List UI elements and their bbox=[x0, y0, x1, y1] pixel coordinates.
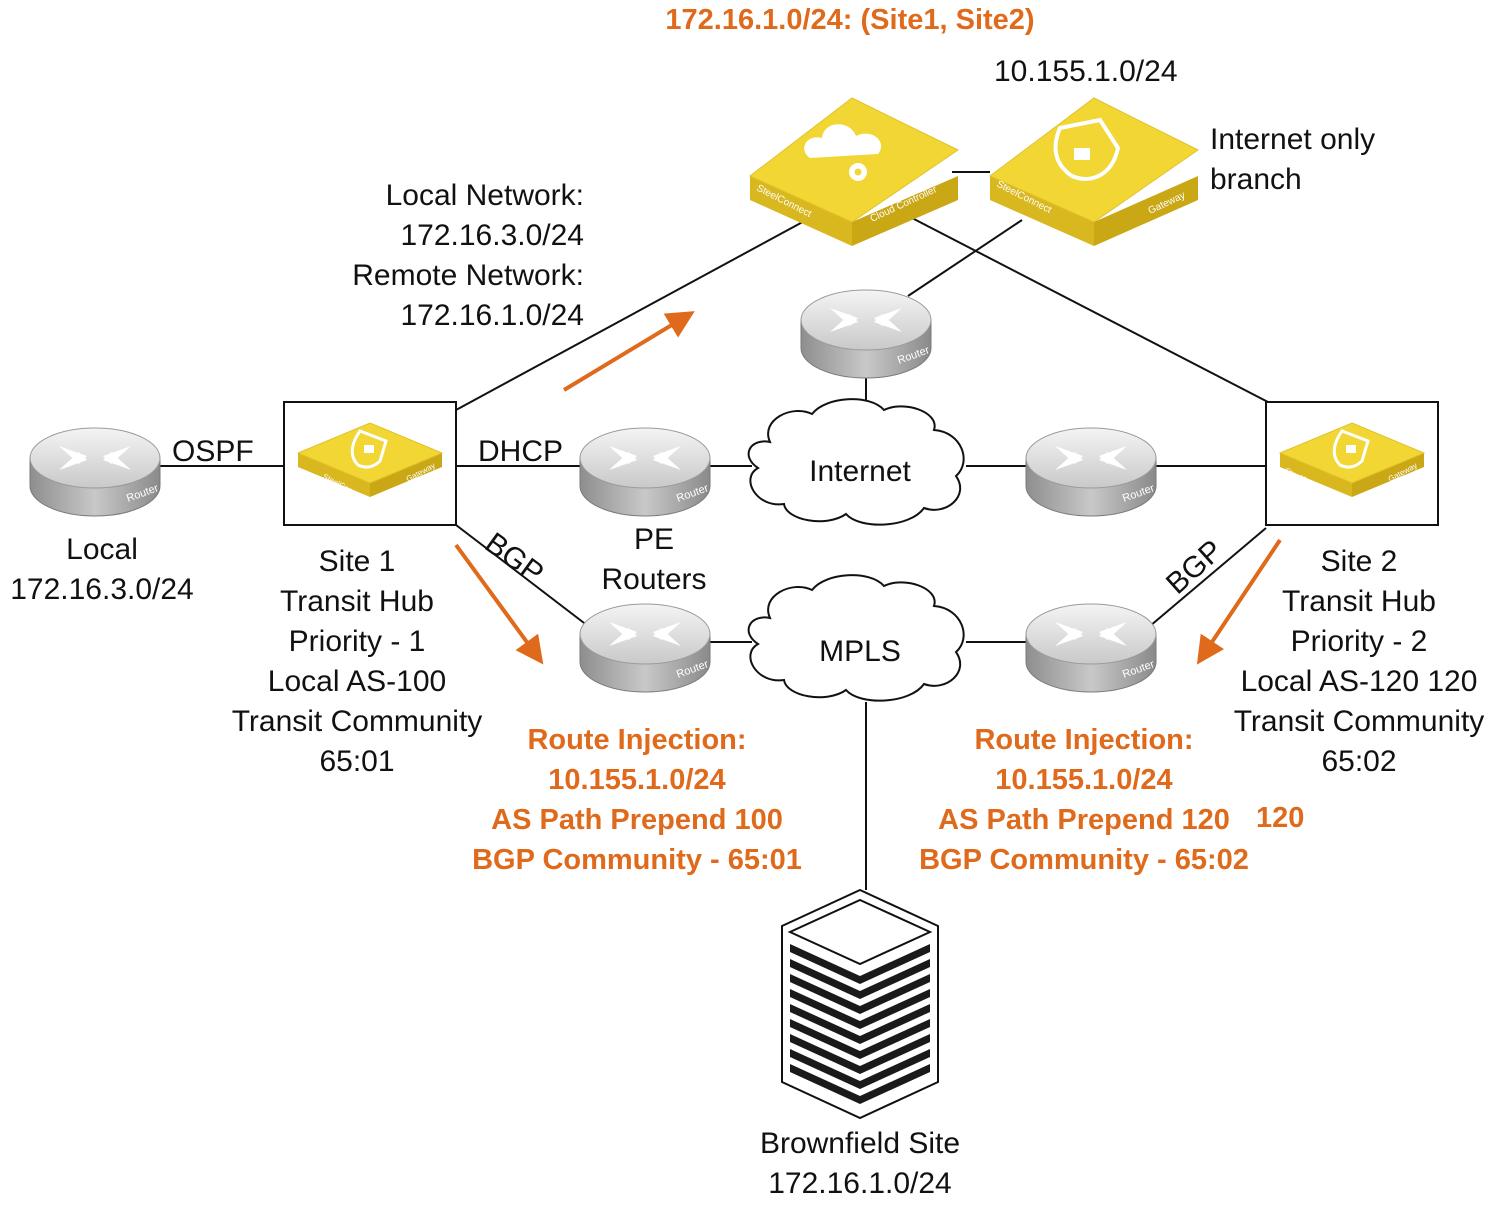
site2-community-value: 65:02 bbox=[1321, 745, 1397, 778]
branch-router-icon bbox=[800, 289, 932, 379]
internet-cloud-label: Internet bbox=[809, 455, 911, 488]
site2-priority: Priority - 2 bbox=[1290, 625, 1428, 658]
site1-networks: Local Network: 172.16.3.0/24 Remote Netw… bbox=[300, 176, 584, 336]
route-arrows bbox=[454, 311, 1282, 665]
remote-network-value: 172.16.1.0/24 bbox=[400, 299, 584, 332]
ri-left-community: BGP Community - 65:01 bbox=[472, 844, 802, 876]
site1-name: Site 1 bbox=[318, 545, 396, 578]
branch-line-2: branch bbox=[1210, 163, 1302, 196]
ospf-link-label: OSPF bbox=[172, 435, 254, 468]
cloud-controller-icon bbox=[749, 97, 959, 246]
ri-right-subnet: 10.155.1.0/24 bbox=[995, 764, 1173, 796]
site2-community-label: Transit Community bbox=[1233, 705, 1485, 738]
site1-role: Transit Hub bbox=[280, 585, 434, 618]
branch-gateway-icon bbox=[989, 97, 1199, 246]
top-banner: 172.16.1.0/24: (Site1, Site2) bbox=[665, 4, 1035, 36]
brownfield-subnet: 172.16.1.0/24 bbox=[768, 1167, 952, 1200]
mpls-cloud-label: MPLS bbox=[819, 635, 901, 668]
site2-name: Site 2 bbox=[1320, 545, 1398, 578]
datacenter-stripes bbox=[790, 944, 930, 1104]
site2-role: Transit Hub bbox=[1282, 585, 1436, 618]
ri-left-subnet: 10.155.1.0/24 bbox=[548, 764, 726, 796]
site1-community-label: Transit Community bbox=[231, 705, 483, 738]
local-subnet: 172.16.3.0/24 bbox=[10, 573, 194, 606]
brownfield-label: Brownfield Site 172.16.1.0/24 bbox=[720, 1124, 1000, 1204]
server-stripe bbox=[790, 1034, 930, 1074]
brownfield-datacenter-icon bbox=[781, 888, 939, 1120]
dhcp-link-label: DHCP bbox=[478, 435, 564, 468]
internet-only-branch: Internet only branch bbox=[1210, 120, 1375, 200]
gateway-subnet: 10.155.1.0/24 bbox=[994, 55, 1178, 88]
route-injection-right: Route Injection: 10.155.1.0/24 AS Path P… bbox=[884, 720, 1284, 880]
server-stripe bbox=[790, 1019, 930, 1059]
ri-left-title: Route Injection: bbox=[527, 724, 747, 756]
branch-line-1: Internet only bbox=[1210, 123, 1376, 156]
ri-right-community: BGP Community - 65:02 bbox=[919, 844, 1249, 876]
internet-cloud bbox=[747, 398, 965, 526]
brownfield-name: Brownfield Site bbox=[759, 1127, 961, 1160]
local-network-label: Local Network: bbox=[385, 179, 584, 212]
site1-as: Local AS-100 bbox=[267, 665, 447, 698]
site1-details: Site 1 Transit Hub Priority - 1 Local AS… bbox=[212, 542, 502, 782]
server-stripe bbox=[790, 1004, 930, 1044]
arrow-site1-to-mpls bbox=[454, 543, 544, 665]
pe-routers-label: PE Routers bbox=[584, 520, 724, 600]
ri-right-extra: 120 bbox=[1256, 802, 1305, 834]
site2-as: Local AS-120 120 bbox=[1240, 665, 1478, 698]
server-stripe bbox=[790, 1064, 930, 1104]
site1-priority: Priority - 1 bbox=[288, 625, 426, 658]
arrow-site2-to-mpls bbox=[1196, 538, 1282, 665]
local-network-value: 172.16.3.0/24 bbox=[400, 219, 584, 252]
site2-details: Site 2 Transit Hub Priority - 2 Local AS… bbox=[1214, 542, 1504, 782]
arrow-to-controller bbox=[562, 311, 695, 392]
pe-router-mpls-icon bbox=[579, 603, 711, 693]
remote-network-label: Remote Network: bbox=[352, 259, 584, 292]
site2-mpls-router-icon bbox=[1025, 603, 1157, 693]
server-stripe bbox=[790, 1049, 930, 1089]
server-stripe bbox=[790, 959, 930, 999]
pe-line-2: Routers bbox=[601, 563, 707, 596]
pe-line-1: PE bbox=[633, 523, 675, 556]
mpls-cloud bbox=[747, 574, 965, 702]
ri-right-title: Route Injection: bbox=[974, 724, 1194, 756]
local-router-icon bbox=[29, 427, 161, 517]
connection-lines bbox=[160, 171, 1269, 890]
ri-left-prepend: AS Path Prepend 100 bbox=[491, 804, 783, 836]
server-stripe bbox=[790, 974, 930, 1014]
route-injection-left: Route Injection: 10.155.1.0/24 AS Path P… bbox=[440, 720, 834, 880]
site2-internet-router-icon bbox=[1025, 427, 1157, 517]
ri-right-prepend: AS Path Prepend 120 bbox=[938, 804, 1230, 836]
site1-community-value: 65:01 bbox=[319, 745, 395, 778]
local-label: Local 172.16.3.0/24 bbox=[0, 530, 204, 610]
local-name: Local bbox=[66, 533, 138, 566]
server-stripe bbox=[790, 989, 930, 1029]
pe-router-internet-icon bbox=[579, 427, 711, 517]
server-stripe bbox=[790, 944, 930, 984]
